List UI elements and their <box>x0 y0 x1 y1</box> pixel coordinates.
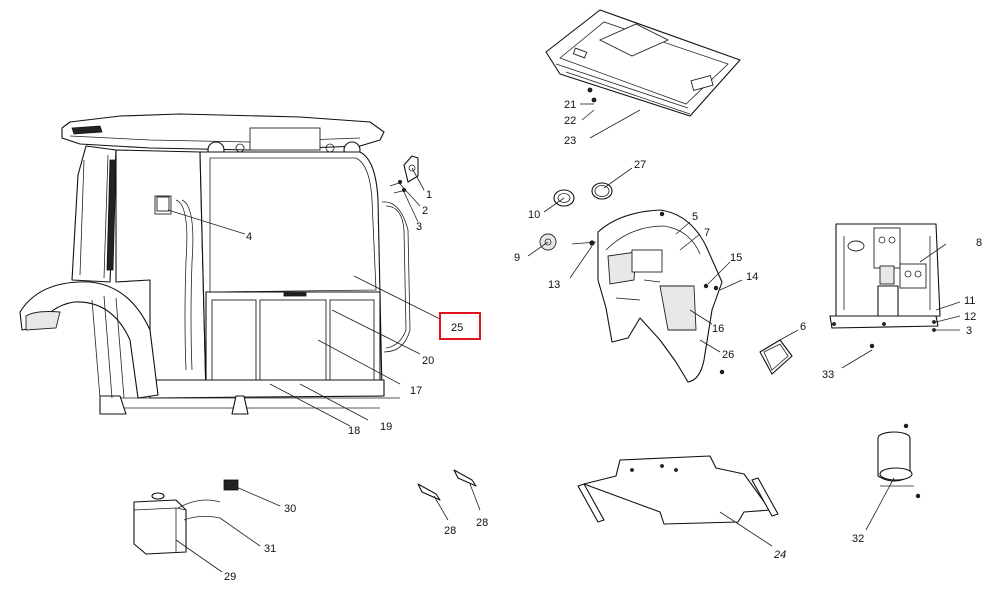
callout-14: 14 <box>746 271 758 283</box>
callout-22: 22 <box>564 115 576 127</box>
cover-plate <box>759 339 793 375</box>
callout-2: 2 <box>422 205 428 217</box>
callout-27: 27 <box>634 159 646 171</box>
callout-32: 32 <box>852 533 864 545</box>
callout-4: 4 <box>246 231 252 243</box>
callout-29: 29 <box>224 571 236 583</box>
callout-31: 31 <box>264 543 276 555</box>
callout-13: 13 <box>548 279 560 291</box>
mounting-bracket-plate <box>829 223 941 349</box>
callout-1: 1 <box>426 189 432 201</box>
callout-7: 7 <box>704 227 710 239</box>
highlight-box <box>439 312 481 340</box>
floor-mat <box>577 455 779 525</box>
callout-10: 10 <box>528 209 540 221</box>
leader-lines <box>167 103 961 573</box>
callout-3: 3 <box>416 221 422 233</box>
callout-24: 24 <box>773 549 786 561</box>
callout-17: 17 <box>410 385 422 397</box>
callout-6: 6 <box>800 321 806 333</box>
callout-8: 8 <box>976 237 982 249</box>
callout-11: 11 <box>964 295 975 307</box>
headliner-panel <box>545 9 741 117</box>
callout-33: 33 <box>822 369 834 381</box>
callout-18: 18 <box>348 425 360 437</box>
callout-labels: 1 2 3 4 20 17 19 18 21 22 23 10 27 9 13 … <box>224 99 982 583</box>
callout-30: 30 <box>284 503 296 515</box>
reservoir-tank <box>133 479 239 555</box>
callout-5: 5 <box>692 211 698 223</box>
callout-28-left: 28 <box>444 525 456 537</box>
callout-21: 21 <box>564 99 576 111</box>
callout-26: 26 <box>722 349 734 361</box>
cab-assembly <box>19 113 419 415</box>
callout-23: 23 <box>564 135 576 147</box>
highlighted-callout-25[interactable]: 25 <box>439 312 481 340</box>
callout-20: 20 <box>422 355 434 367</box>
callout-9: 9 <box>514 252 520 264</box>
callout-12: 12 <box>964 311 976 323</box>
callout-16: 16 <box>712 323 724 335</box>
callout-28-right: 28 <box>476 517 488 529</box>
callout-15: 15 <box>730 252 742 264</box>
cup-mount <box>877 423 921 499</box>
hinge-pins <box>417 469 477 501</box>
dash-panel <box>539 182 725 383</box>
callout-19: 19 <box>380 421 392 433</box>
callout-3-right: 3 <box>966 325 972 337</box>
callout-25[interactable]: 25 <box>451 322 463 334</box>
